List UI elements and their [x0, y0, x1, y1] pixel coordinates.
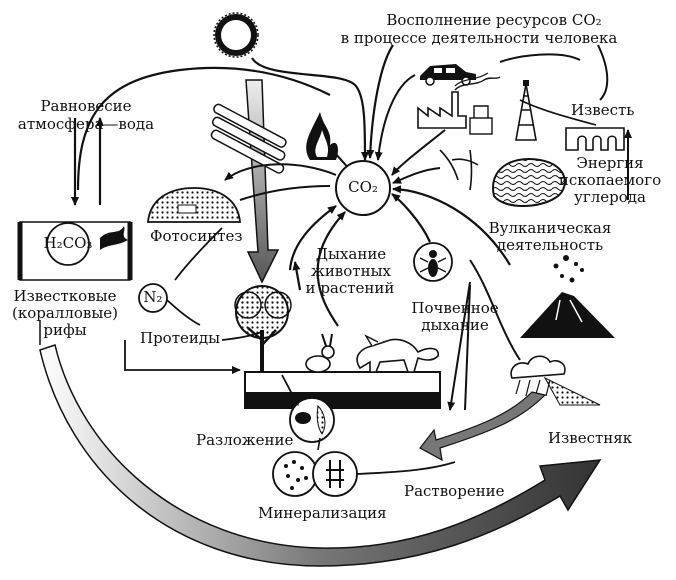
logs-icon	[210, 103, 287, 174]
equilibrium-loop	[76, 66, 331, 191]
label-lime: Известь	[571, 101, 635, 119]
tree-icon	[234, 285, 292, 372]
co2-node	[335, 160, 391, 216]
co2-tree-arrow	[292, 261, 302, 291]
decomp-mineral-link	[317, 437, 321, 451]
respiration-arrow	[316, 211, 346, 327]
label-respiration-2: животных	[311, 262, 391, 280]
n2-line	[166, 299, 201, 326]
soil-resp-arrow	[391, 193, 432, 243]
label-fossil-energy-3: углерода	[574, 188, 646, 206]
photosynthesis-mound	[147, 187, 241, 223]
soil-down-arrow	[447, 281, 471, 411]
cloud-rain-icon	[510, 355, 601, 406]
soil-slab	[244, 371, 441, 409]
sun-co2-arrow	[251, 57, 369, 161]
photosynthesis-co2-line	[239, 185, 331, 201]
car-loop	[499, 53, 581, 63]
factory-co2-arrow	[391, 129, 446, 176]
soil-up-line	[464, 284, 471, 411]
lime-line	[519, 99, 597, 126]
lime-kiln-icon	[565, 127, 625, 151]
label-reefs-3: рифы	[43, 321, 87, 339]
beetle-icon	[289, 397, 335, 443]
proteids-arrow	[124, 340, 241, 374]
label-fossil-energy-1: Энергия	[576, 154, 644, 172]
label-co2-replenishment-1: Восполнение ресурсов CO₂	[386, 11, 602, 29]
tree-co2-arrow	[288, 205, 337, 271]
label-soil-resp-1: Почвенное	[411, 299, 499, 317]
volcano-co2-arrow	[392, 185, 511, 266]
factory-icon	[417, 72, 501, 135]
oil-derrick-icon	[515, 80, 537, 141]
dissolution-arrow	[419, 391, 547, 462]
label-limestone: Известняк	[548, 429, 633, 447]
label-mineralization: Минерализация	[258, 504, 387, 522]
label-volcanic-2: деятельность	[496, 236, 604, 254]
co2-photosynthesis-arrow	[224, 163, 337, 181]
big-cycle-arrow	[39, 344, 602, 567]
sunlight-arrow	[245, 79, 280, 284]
human-activity-arrow	[366, 44, 394, 159]
rabbit-icon	[305, 333, 335, 373]
label-equilibrium-2: атмосфера—вода	[17, 115, 155, 133]
label-respiration-1: Дыхание	[315, 245, 387, 263]
fossil-co2-arrow	[392, 167, 441, 184]
volcano-icon	[520, 255, 615, 338]
photo-line	[174, 227, 223, 281]
coral-reef-icon	[17, 221, 133, 281]
label-reefs-2: (коралловые)	[11, 304, 118, 322]
decomp-arrow	[281, 374, 299, 406]
label-decomposition: Разложение	[196, 431, 294, 449]
coal-deposit-icon	[439, 149, 566, 207]
car-co2-arrow	[374, 74, 416, 161]
label-fossil-energy-2: ископаемого	[558, 171, 662, 189]
limestone-line	[469, 259, 521, 361]
label-photosynthesis: Фотосинтез	[150, 227, 243, 245]
label-proteids: Протеиды	[140, 329, 221, 347]
fire-icon	[306, 112, 338, 160]
label-n2: N₂	[143, 288, 163, 306]
fox-icon	[356, 334, 440, 373]
sun-icon	[213, 12, 259, 58]
mineral-line	[356, 461, 456, 475]
label-co2-center: CO₂	[348, 178, 378, 196]
label-respiration-3: и растений	[305, 279, 395, 297]
label-h2co3: H₂CO₃	[43, 234, 93, 252]
car-icon	[420, 64, 476, 86]
n2-node	[138, 283, 168, 313]
insect-icon	[413, 242, 453, 282]
human-right-loop	[597, 44, 609, 101]
label-equilibrium-1: Равновесие	[40, 97, 132, 115]
label-volcanic-1: Вулканическая	[488, 219, 612, 237]
microbes-icon	[272, 451, 358, 497]
label-co2-replenishment-2: в процессе деятельности человека	[340, 29, 618, 47]
label-dissolution: Растворение	[404, 482, 505, 500]
label-reefs-1: Известковые	[13, 287, 117, 305]
label-soil-resp-2: дыхание	[421, 316, 489, 334]
